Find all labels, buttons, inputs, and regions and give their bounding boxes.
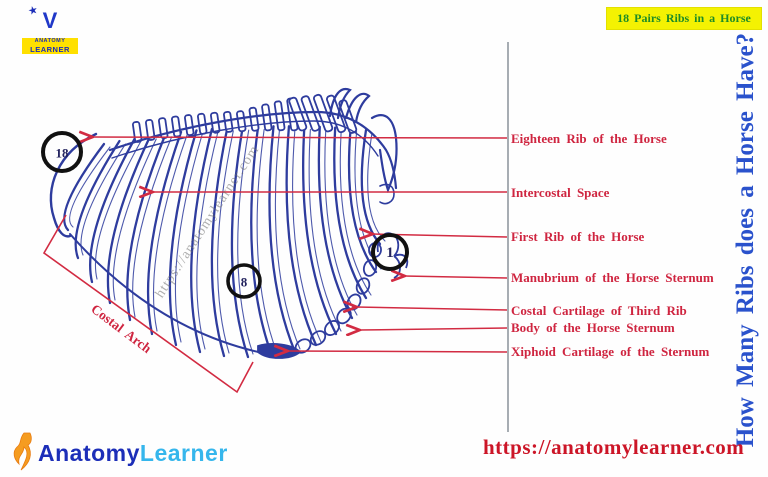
footer-url-link[interactable]: https://anatomylearner.com xyxy=(483,435,745,459)
circle-markers: 18 8 1 xyxy=(41,131,409,299)
logo-letter: V xyxy=(42,8,58,33)
label-xiphoid: Xiphoid Cartilage of the Sternum xyxy=(511,344,710,359)
vertical-divider xyxy=(507,42,509,432)
costal-margin xyxy=(49,132,279,357)
label-first-rib: First Rib of the Horse xyxy=(511,229,645,244)
label-manubrium: Manubrium of the Horse Sternum xyxy=(511,270,714,285)
title-banner: 18 Pairs Ribs in a Horse xyxy=(606,7,762,30)
leader-eighteen-rib xyxy=(92,137,508,138)
circle-18 xyxy=(41,131,83,173)
circle-8-number: 8 xyxy=(241,275,248,290)
label-eighteen-rib: Eighteen Rib of the Horse xyxy=(511,131,667,146)
circle-1 xyxy=(371,233,409,271)
label-body-sternum: Body of the Horse Sternum xyxy=(511,320,675,335)
circle-8 xyxy=(226,263,262,299)
spine-outline xyxy=(108,87,398,205)
top-logo-mark: ★ V xyxy=(22,4,78,38)
leader-manubrium xyxy=(404,276,508,278)
label-intercostal-space: Intercostal Space xyxy=(511,185,610,200)
footer-brand-anatomy: Anatomy xyxy=(38,439,140,466)
sternum xyxy=(257,232,409,359)
leaping-figure-icon xyxy=(13,432,32,471)
leader-lines xyxy=(92,137,508,352)
logo-line1: ANATOMY xyxy=(22,38,78,45)
title-banner-text: 18 Pairs Ribs in a Horse xyxy=(617,11,751,25)
top-logo: ★ V ANATOMY LEARNER xyxy=(22,4,78,56)
costal-arch-bracket xyxy=(42,214,254,394)
leader-xiphoid xyxy=(287,351,508,352)
circle-18-number: 18 xyxy=(56,146,70,161)
label-costal-cartilage: Costal Cartilage of Third Rib xyxy=(511,303,687,318)
footer-brand-learner: Learner xyxy=(139,439,228,466)
leader-costal-cartilage xyxy=(356,307,508,310)
logo-line2: LEARNER xyxy=(22,45,78,54)
leader-body-sternum xyxy=(359,328,508,330)
circle-1-number: 1 xyxy=(386,245,394,261)
